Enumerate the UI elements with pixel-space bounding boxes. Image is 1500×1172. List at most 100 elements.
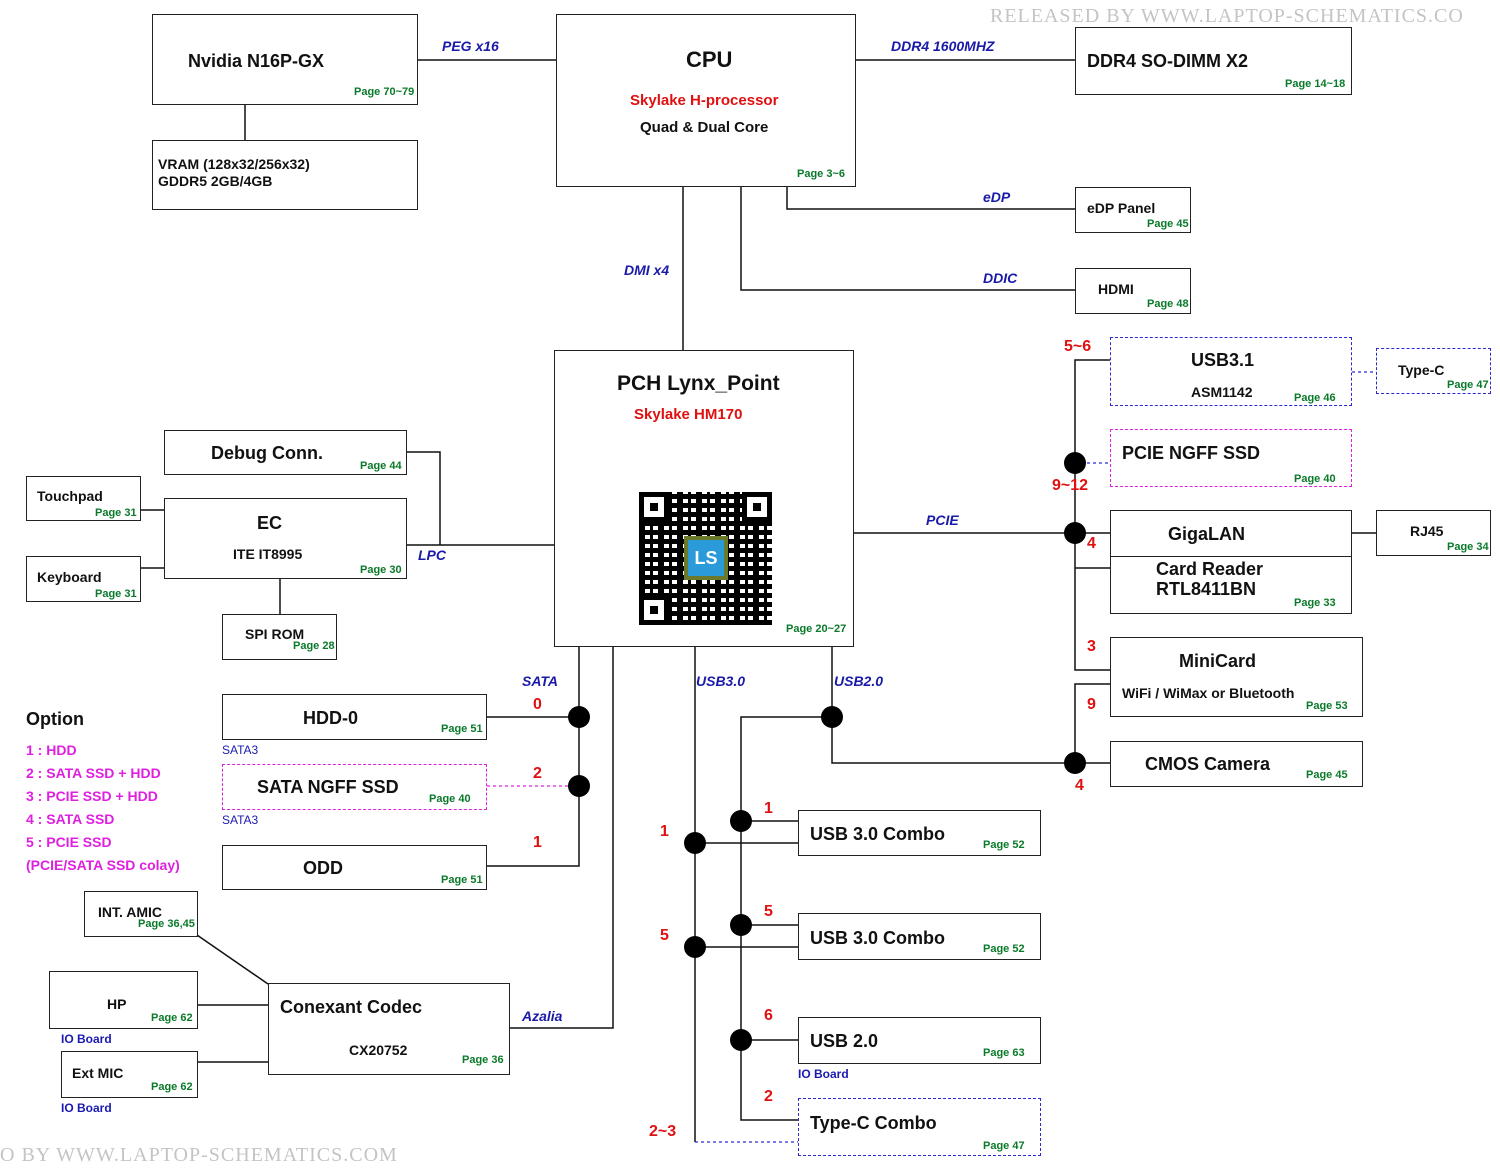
spirom-title: SPI ROM bbox=[245, 626, 305, 642]
minicard-title: MiniCard bbox=[1179, 651, 1257, 671]
hdmi-page: Page 48 bbox=[1147, 298, 1189, 310]
camera-title: CMOS Camera bbox=[1145, 754, 1271, 774]
junction-dot bbox=[1064, 752, 1086, 774]
ls-logo-text: LS bbox=[688, 540, 724, 576]
port-number: 2~3 bbox=[649, 1123, 677, 1140]
ddic-wire bbox=[740, 187, 1075, 291]
bus-label-azalia: Azalia bbox=[522, 1008, 563, 1024]
keyboard-title: Keyboard bbox=[37, 569, 102, 585]
hdd0-page: Page 51 bbox=[441, 723, 483, 735]
usb20-note: IO Board bbox=[798, 1067, 849, 1081]
hdmi-title: HDMI bbox=[1098, 281, 1134, 297]
option-item: 2 : SATA SSD + HDD bbox=[26, 765, 161, 781]
debug-title: Debug Conn. bbox=[211, 443, 323, 463]
ec-chip: ITE IT8995 bbox=[233, 546, 303, 562]
watermark-bottom: O BY WWW.LAPTOP-SCHEMATICS.COM bbox=[0, 1144, 398, 1166]
port-number: 5~6 bbox=[1064, 338, 1092, 355]
bus-label-peg: PEG x16 bbox=[442, 38, 499, 54]
usb30b-block bbox=[798, 913, 1041, 960]
amic-page: Page 36,45 bbox=[138, 918, 195, 930]
port-number: 5 bbox=[764, 903, 773, 920]
odd-title: ODD bbox=[303, 858, 343, 878]
port-number: 2 bbox=[764, 1088, 773, 1105]
gpu-title: Nvidia N16P-GX bbox=[188, 51, 325, 71]
option-item: 3 : PCIE SSD + HDD bbox=[26, 788, 158, 804]
usb30a-title: USB 3.0 Combo bbox=[810, 824, 946, 844]
satangff-block bbox=[222, 764, 487, 810]
junction-dot bbox=[730, 810, 752, 832]
port-number: 6 bbox=[764, 1007, 773, 1024]
cpu-page: Page 3~6 bbox=[797, 168, 846, 180]
port-number: 2 bbox=[533, 765, 542, 782]
bus-label-usb20: USB2.0 bbox=[834, 673, 884, 689]
cpu-title: CPU bbox=[686, 47, 733, 72]
port-number: 1 bbox=[533, 834, 542, 851]
port-number: 1 bbox=[660, 823, 669, 840]
amic-title: INT. AMIC bbox=[98, 904, 163, 920]
option-item: 1 : HDD bbox=[26, 742, 77, 758]
pch-block bbox=[554, 350, 854, 647]
bus-label-ddr4: DDR4 1600MHZ bbox=[891, 38, 995, 54]
pciengff-page: Page 40 bbox=[1294, 473, 1336, 485]
touchpad-page: Page 31 bbox=[95, 507, 137, 519]
minicard-usb-wire bbox=[1074, 683, 1110, 764]
azalia-wire bbox=[510, 647, 614, 1029]
junction-dot bbox=[1064, 522, 1086, 544]
amic-codec-wire bbox=[196, 934, 269, 985]
ec-block bbox=[164, 498, 407, 579]
junction-dot bbox=[821, 706, 843, 728]
rj45-block bbox=[1376, 510, 1491, 556]
cpu-cores: Quad & Dual Core bbox=[640, 119, 769, 136]
qr-code-icon: LS bbox=[639, 492, 772, 625]
odd-block bbox=[222, 845, 487, 890]
usb31-chip: ASM1142 bbox=[1191, 384, 1253, 400]
junction-dot bbox=[684, 936, 706, 958]
gigalan-chip: RTL8411BN bbox=[1156, 579, 1257, 599]
junction-dot bbox=[568, 706, 590, 728]
hdd0-note: SATA3 bbox=[222, 743, 259, 757]
camera-page: Page 45 bbox=[1306, 769, 1348, 781]
usb31-title: USB3.1 bbox=[1191, 350, 1255, 370]
camera-block bbox=[1110, 741, 1363, 787]
usb31-page: Page 46 bbox=[1294, 392, 1336, 404]
watermark-top: RELEASED BY WWW.LAPTOP-SCHEMATICS.CO bbox=[990, 5, 1464, 27]
extmic-title: Ext MIC bbox=[72, 1065, 124, 1081]
option-item: (PCIE/SATA SSD colay) bbox=[26, 857, 180, 873]
pch-title: PCH Lynx_Point bbox=[617, 372, 780, 395]
gigalan-divider bbox=[1110, 556, 1352, 557]
codec-chip: CX20752 bbox=[349, 1042, 408, 1058]
vram-line2: GDDR5 2GB/4GB bbox=[158, 173, 273, 189]
usb20-page: Page 63 bbox=[983, 1047, 1025, 1059]
edp-block bbox=[1075, 187, 1191, 233]
port-number: 1 bbox=[764, 800, 773, 817]
option-item: 5 : PCIE SSD bbox=[26, 834, 112, 850]
option-heading: Option bbox=[26, 709, 84, 729]
port-number: 4 bbox=[1087, 535, 1096, 552]
usb20-block bbox=[798, 1017, 1041, 1064]
satangff-page: Page 40 bbox=[429, 793, 471, 805]
codec-block bbox=[268, 983, 510, 1075]
minicard-desc: WiFi / WiMax or Bluetooth bbox=[1122, 685, 1295, 701]
pch-page: Page 20~27 bbox=[786, 623, 847, 635]
extmic-note: IO Board bbox=[61, 1101, 112, 1115]
cpu-subtitle: Skylake H-processor bbox=[630, 92, 779, 109]
bus-label-ddic: DDIC bbox=[983, 270, 1018, 286]
bus-label-sata: SATA bbox=[522, 673, 559, 689]
hp-page: Page 62 bbox=[151, 1012, 193, 1024]
codec-page: Page 36 bbox=[462, 1054, 504, 1066]
spirom-page: Page 28 bbox=[293, 640, 335, 652]
gigalan-block bbox=[1110, 510, 1352, 614]
debug-block bbox=[164, 430, 407, 475]
ec-title: EC bbox=[257, 513, 283, 533]
port-number: 9~12 bbox=[1052, 477, 1089, 494]
bus-label-dmi: DMI x4 bbox=[624, 262, 670, 278]
ec-page: Page 30 bbox=[360, 564, 402, 576]
minicard-block bbox=[1110, 637, 1363, 717]
pciengff-block bbox=[1110, 429, 1352, 487]
typeccombo-page: Page 47 bbox=[983, 1140, 1025, 1152]
gigalan-title: GigaLAN bbox=[1168, 524, 1246, 544]
hp-block bbox=[49, 971, 198, 1029]
keyboard-page: Page 31 bbox=[95, 588, 137, 600]
option-item: 4 : SATA SSD bbox=[26, 811, 115, 827]
hdd0-block bbox=[222, 694, 487, 740]
